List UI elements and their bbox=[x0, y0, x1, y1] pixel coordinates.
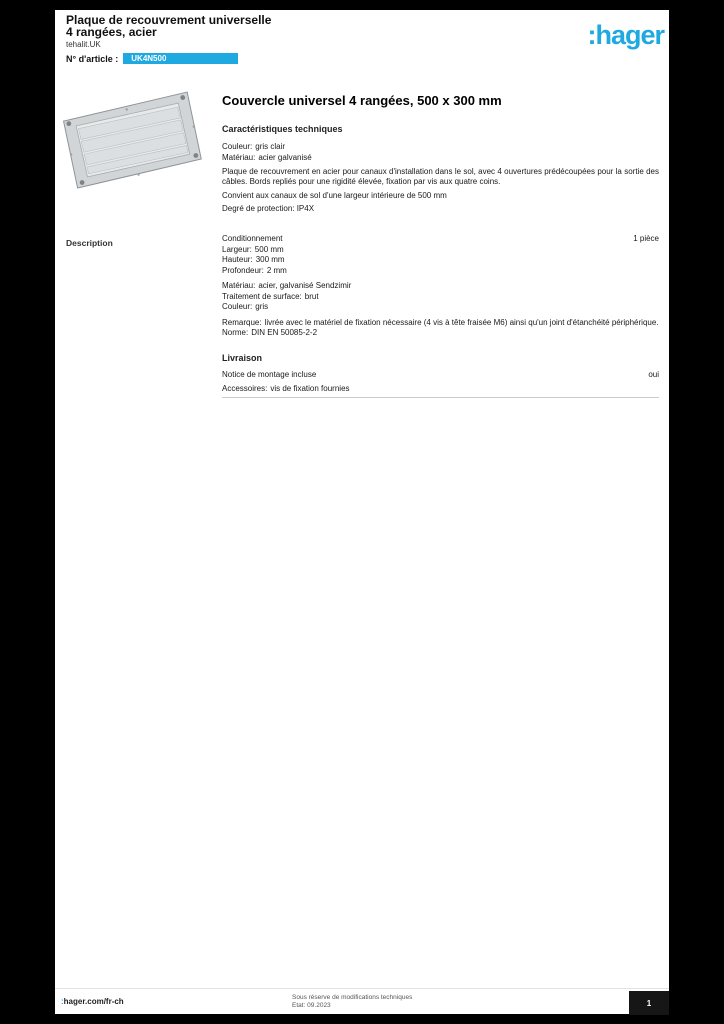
page-number-box: 1 bbox=[629, 991, 669, 1015]
spec-row: Remarque: livrée avec le matériel de fix… bbox=[222, 318, 659, 329]
hager-logo: :hager bbox=[587, 20, 665, 50]
characteristic-label: Matériau: bbox=[222, 153, 256, 162]
reference-row: N° d'article : UK4N500 bbox=[66, 53, 271, 64]
characteristic-label: Couleur: bbox=[222, 142, 253, 151]
spec-row: Matériau: acier, galvanisé Sendzimir bbox=[222, 281, 659, 292]
characteristics-section-title: Caractéristiques techniques bbox=[222, 124, 343, 134]
reference-label: N° d'article : bbox=[66, 53, 119, 64]
spec-value: gris bbox=[255, 302, 269, 311]
spec-value: 2 mm bbox=[266, 265, 287, 275]
header-title-line2: 4 rangées, acier bbox=[66, 25, 157, 39]
delivery-rows: Notice de montage incluse oui Accessoire… bbox=[222, 370, 659, 394]
spec-label: Profondeur: bbox=[222, 265, 264, 275]
datasheet-page: Plaque de recouvrement universelle 4 ran… bbox=[55, 10, 669, 1015]
spec-label: Traitement de surface: bbox=[222, 291, 302, 301]
spec-row: Profondeur: 2 mm bbox=[222, 266, 659, 277]
spec-row: Norme: DIN EN 50085-2-2 bbox=[222, 328, 659, 339]
details-block: Conditionnement 1 pièce Largeur: 500 mm … bbox=[222, 234, 659, 339]
delivery-row: Accessoires: vis de fixation fournies bbox=[222, 384, 659, 395]
spec-value: 1 pièce bbox=[633, 234, 659, 243]
characteristic-value: gris clair bbox=[255, 142, 286, 151]
compatibility-note: Convient aux canaux de sol d'une largeur… bbox=[222, 191, 447, 200]
spec-label: Hauteur: bbox=[222, 255, 253, 264]
product-image bbox=[60, 84, 206, 198]
hager-colon-mark: : bbox=[61, 997, 64, 1006]
characteristic-value: acier galvanisé bbox=[258, 153, 312, 162]
characteristics-lines: Couleur: gris clair Matériau: acier galv… bbox=[222, 141, 659, 163]
delivery-row: Notice de montage incluse oui bbox=[222, 370, 659, 381]
spec-value: 500 mm bbox=[254, 244, 284, 254]
footer-note-line2: Etat: 09.2023 bbox=[292, 1002, 331, 1009]
delivery-value: vis de fixation fournies bbox=[270, 383, 350, 393]
main-column: Couvercle universel 4 rangées, 500 x 300… bbox=[222, 94, 659, 214]
delivery-value: oui bbox=[648, 370, 659, 379]
spec-value: brut bbox=[304, 291, 319, 301]
spec-value: acier, galvanisé Sendzimir bbox=[258, 281, 352, 290]
spec-row: Couleur: gris bbox=[222, 302, 659, 313]
spec-label: Largeur: bbox=[222, 244, 252, 254]
footer-notes: Sous réserve de modifications techniques… bbox=[292, 994, 507, 1010]
spec-row: Traitement de surface: brut bbox=[222, 292, 659, 303]
characteristic-row: Matériau: acier galvanisé bbox=[222, 152, 659, 163]
spec-row: Largeur: 500 mm bbox=[222, 245, 659, 256]
spec-value: livrée avec le matériel de fixation néce… bbox=[264, 317, 659, 327]
page-footer: :hager.com/fr-ch Sous réserve de modific… bbox=[55, 988, 669, 1015]
spec-label: Couleur: bbox=[222, 302, 253, 311]
footer-note-line1: Sous réserve de modifications techniques bbox=[292, 994, 413, 1001]
spec-label: Norme: bbox=[222, 328, 249, 337]
website-link[interactable]: :hager.com/fr-ch bbox=[61, 997, 124, 1006]
delivery-label: Accessoires: bbox=[222, 383, 268, 393]
website-url[interactable]: hager.com/fr-ch bbox=[63, 997, 124, 1006]
spec-row: Hauteur: 300 mm bbox=[222, 255, 659, 266]
section-divider bbox=[222, 397, 659, 398]
characteristic-row: Couleur: gris clair bbox=[222, 141, 659, 152]
spec-value: 300 mm bbox=[255, 255, 285, 264]
spec-label: Conditionnement bbox=[222, 234, 283, 243]
delivery-block: Livraison Notice de montage incluse oui … bbox=[222, 353, 659, 398]
sidebar-section-label: Description bbox=[66, 238, 113, 248]
header-block: Plaque de recouvrement universelle 4 ran… bbox=[66, 14, 271, 64]
cover-plate-illustration bbox=[62, 91, 202, 189]
spec-label: Remarque: bbox=[222, 317, 262, 327]
product-description: Plaque de recouvrement en acier pour can… bbox=[222, 167, 659, 186]
header-title-line1: Plaque de recouvrement universelle bbox=[66, 13, 272, 27]
spec-row: Conditionnement 1 pièce bbox=[222, 234, 659, 245]
delivery-label: Notice de montage incluse bbox=[222, 370, 317, 379]
spec-label: Matériau: bbox=[222, 281, 256, 290]
article-number-badge: UK4N500 bbox=[123, 53, 239, 64]
spec-value: DIN EN 50085-2-2 bbox=[251, 328, 318, 337]
delivery-section-title: Livraison bbox=[222, 353, 263, 363]
header-subtitle: tehalit.UK bbox=[66, 40, 101, 49]
product-title: Couvercle universel 4 rangées, 500 x 300… bbox=[222, 93, 502, 108]
protection-rating: Degré de protection: IP4X bbox=[222, 204, 315, 213]
